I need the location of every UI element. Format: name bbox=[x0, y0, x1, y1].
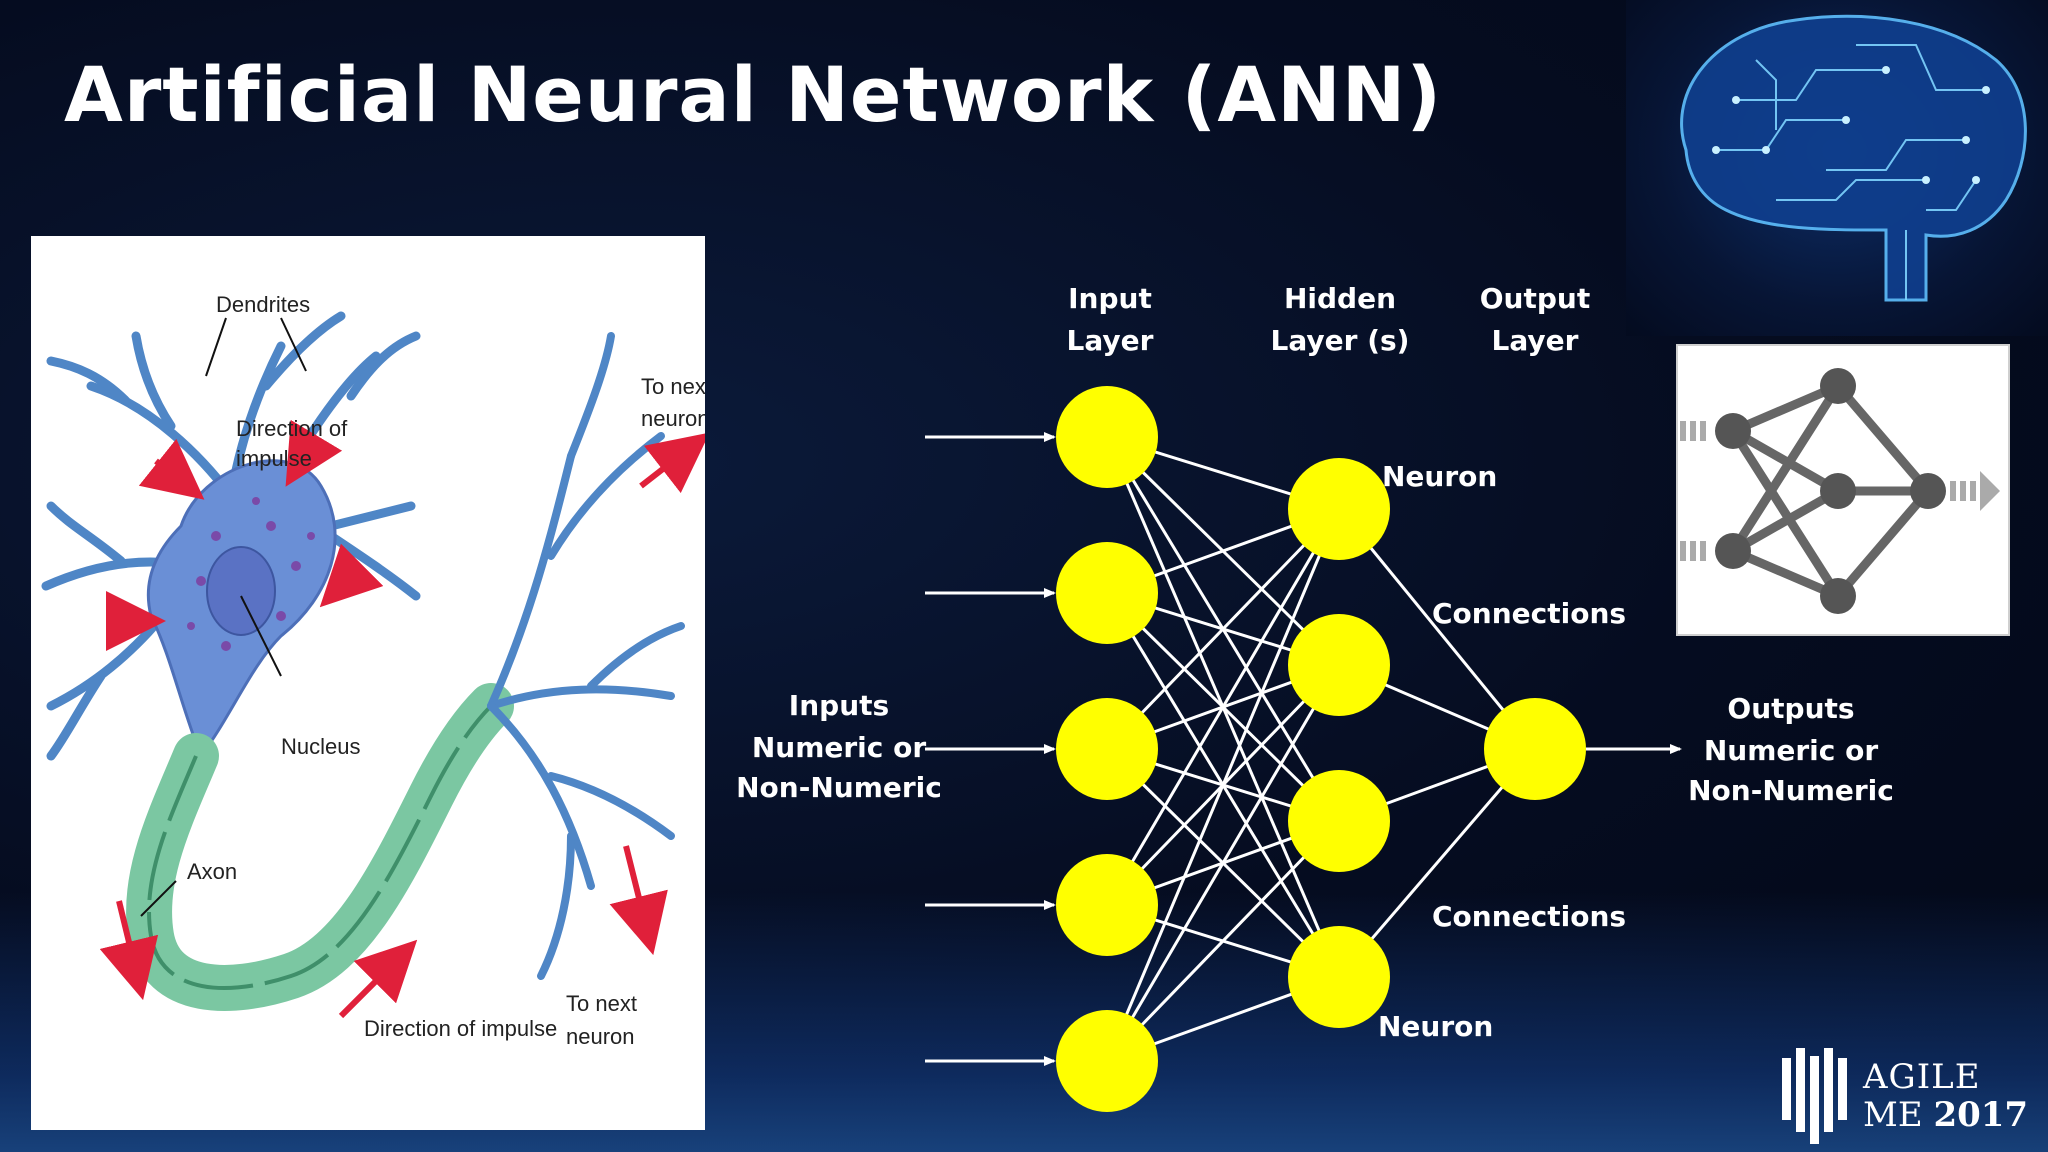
output-node-1 bbox=[1484, 698, 1586, 800]
label-to-next-neuron-top-line2: neuron bbox=[641, 406, 705, 431]
neuron-label-bottom: Neuron bbox=[1378, 1010, 1493, 1043]
logo-year: 2017 bbox=[1933, 1095, 2029, 1135]
input-node-3 bbox=[1056, 698, 1158, 800]
circuit-brain-image bbox=[1626, 0, 2048, 336]
outputs-label-line1: Outputs bbox=[1727, 692, 1854, 725]
neuron-label-top: Neuron bbox=[1382, 460, 1497, 493]
inputs-label-line1: Inputs bbox=[789, 689, 889, 722]
label-to-next-neuron-top-line1: To next bbox=[641, 374, 705, 399]
axon-terminals bbox=[487, 332, 685, 980]
logo-line2: ME 2017 bbox=[1863, 1096, 2028, 1134]
label-axon: Axon bbox=[187, 859, 237, 884]
label-pointers bbox=[140, 317, 307, 917]
connection-input-3-to-hidden-1 bbox=[1105, 507, 1341, 751]
hidden-layer-header-line1: Hidden bbox=[1284, 282, 1396, 315]
input-node-5 bbox=[1056, 1010, 1158, 1112]
input-layer-header-line2: Layer bbox=[1067, 324, 1154, 357]
input-node-4 bbox=[1056, 854, 1158, 956]
impulse-arrows bbox=[99, 419, 705, 1019]
neuron-drawing: Dendrites Direction of impulse Nucleus A… bbox=[41, 292, 705, 1049]
brain-drawing bbox=[1680, 14, 2027, 302]
ann-nodes bbox=[1056, 386, 1586, 1112]
logo-mark-icon bbox=[1782, 1048, 1847, 1144]
neural-network-icon bbox=[1676, 344, 2010, 636]
dendrites bbox=[41, 311, 421, 761]
output-layer-header-line2: Layer bbox=[1492, 324, 1579, 357]
connection-hidden-1-to-output-1 bbox=[1337, 508, 1537, 750]
hidden-node-1 bbox=[1288, 458, 1390, 560]
connection-input-5-to-hidden-1 bbox=[1105, 508, 1341, 1062]
label-dendrites: Dendrites bbox=[216, 292, 310, 317]
logo-line2-prefix: ME bbox=[1863, 1095, 1934, 1135]
cell-granules bbox=[187, 497, 315, 651]
nucleus bbox=[206, 546, 276, 636]
label-nucleus: Nucleus bbox=[281, 734, 360, 759]
network-icon-drawing bbox=[1680, 368, 2000, 614]
inputs-label-line3: Non-Numeric bbox=[736, 771, 942, 804]
hidden-layer-header-line2: Layer (s) bbox=[1271, 324, 1410, 357]
agile-me-logo: AGILE ME 2017 bbox=[1776, 1046, 2036, 1146]
label-direction-impulse-top-line2: impulse bbox=[236, 446, 312, 471]
hidden-node-2 bbox=[1288, 614, 1390, 716]
label-direction-impulse-bottom: Direction of impulse bbox=[364, 1016, 557, 1041]
hidden-node-3 bbox=[1288, 770, 1390, 872]
input-node-2 bbox=[1056, 542, 1158, 644]
biological-neuron-illustration: Dendrites Direction of impulse Nucleus A… bbox=[31, 236, 705, 1130]
label-direction-impulse-top-line1: Direction of bbox=[236, 416, 348, 441]
axon bbox=[126, 683, 514, 1011]
connections-label-bottom: Connections bbox=[1432, 900, 1626, 933]
label-to-next-neuron-bottom-line1: To next bbox=[566, 991, 637, 1016]
connection-input-4-to-hidden-1 bbox=[1105, 508, 1341, 906]
label-to-next-neuron-bottom-line2: neuron bbox=[566, 1024, 635, 1049]
input-arrows bbox=[925, 432, 1682, 1066]
connection-input-5-to-hidden-2 bbox=[1105, 664, 1341, 1062]
outputs-label-line2: Numeric or bbox=[1704, 734, 1879, 767]
logo-text: AGILE ME 2017 bbox=[1863, 1058, 2028, 1134]
input-node-1 bbox=[1056, 386, 1158, 488]
slide-title: Artificial Neural Network (ANN) bbox=[64, 50, 1443, 139]
hidden-node-4 bbox=[1288, 926, 1390, 1028]
input-layer-header-line1: Input bbox=[1068, 282, 1152, 315]
logo-line1: AGILE bbox=[1863, 1057, 1981, 1097]
inputs-label-line2: Numeric or bbox=[752, 731, 927, 764]
connections-label-top: Connections bbox=[1432, 597, 1626, 630]
connection-input-5-to-hidden-3 bbox=[1105, 819, 1341, 1063]
outputs-label-line3: Non-Numeric bbox=[1688, 774, 1894, 807]
output-layer-header-line1: Output bbox=[1480, 282, 1590, 315]
